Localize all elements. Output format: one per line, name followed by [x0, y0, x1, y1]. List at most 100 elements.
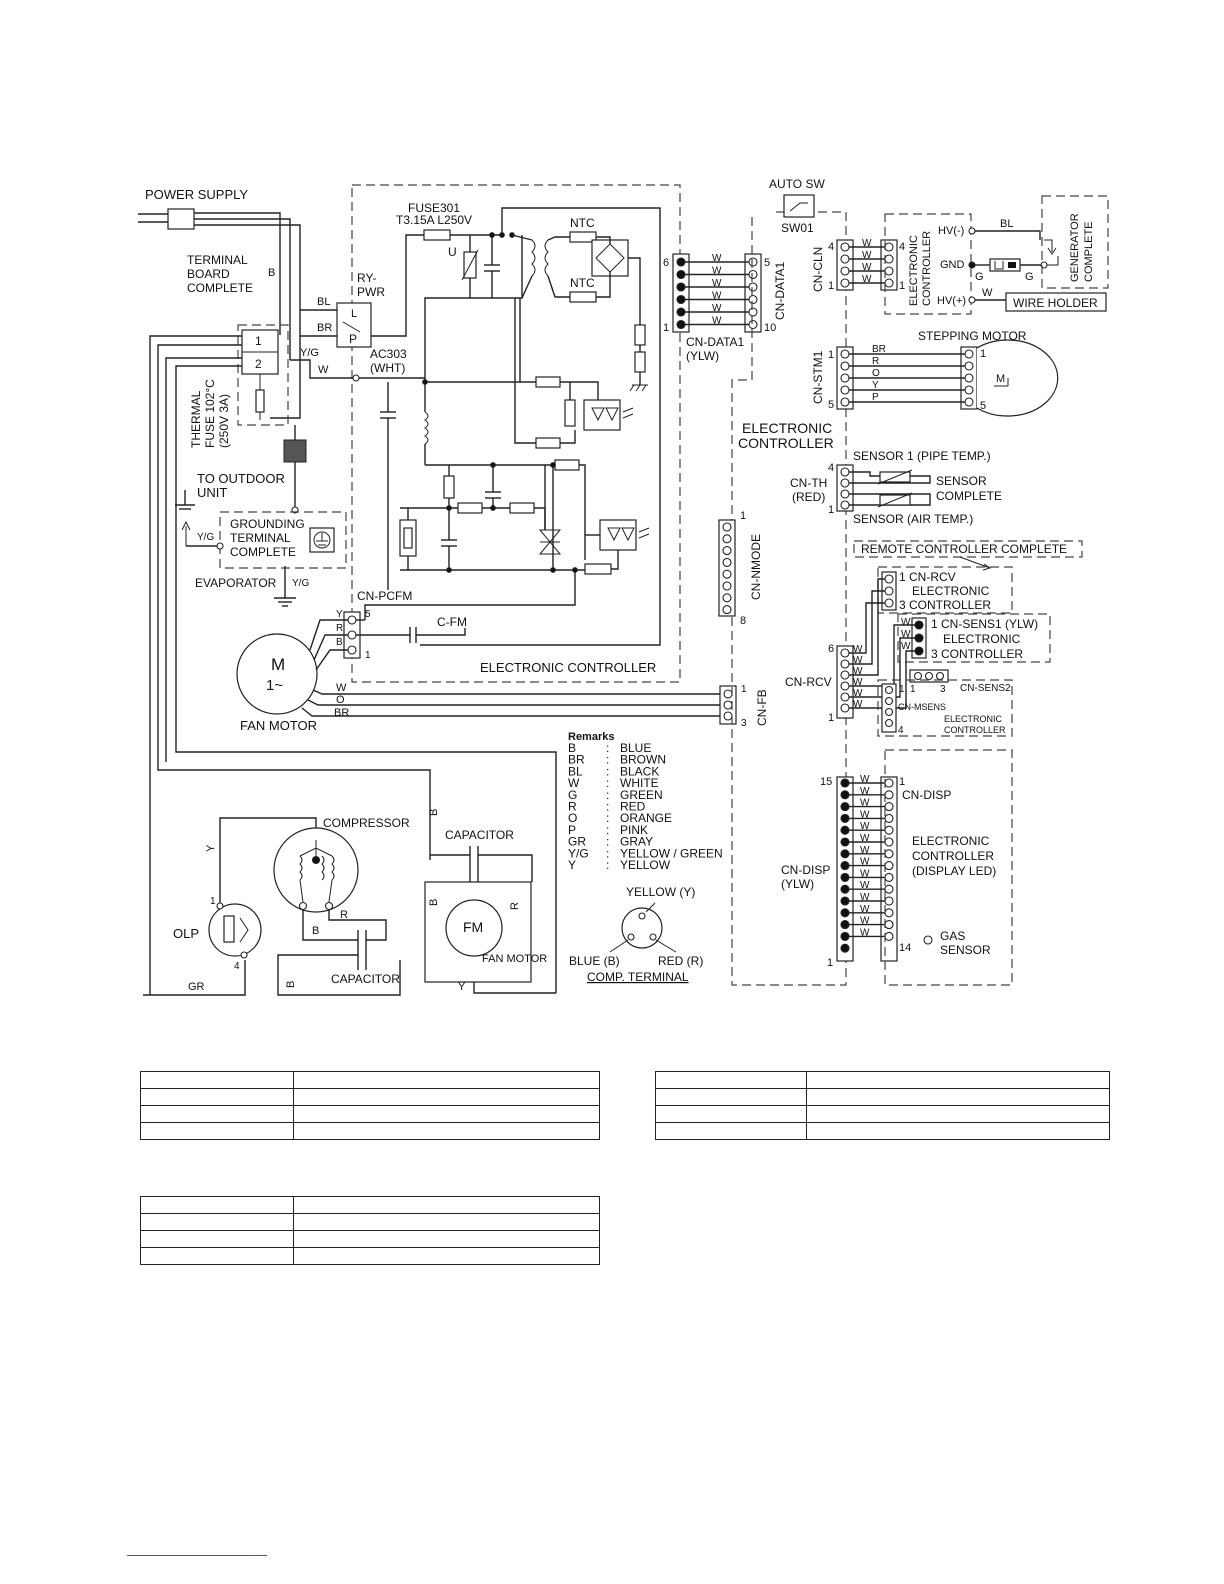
cn-pcfm-pin1: 1 [365, 650, 371, 661]
terminal-board-label-3: COMPLETE [187, 281, 253, 295]
varistor-u: U [448, 245, 457, 259]
cn-rcv-pin-3 [840, 681, 850, 691]
cn-sens2-pin1: 1 [910, 684, 916, 695]
gas-sensor-icon [923, 935, 933, 945]
remark-colon-7: : [606, 823, 609, 837]
yg-label-ground: Y/G [197, 532, 214, 543]
thermal-fuse-box [237, 324, 289, 426]
gnd-label: GND [940, 259, 965, 271]
compressor-b: B [312, 925, 319, 937]
cn-cln-row-0-pin-right [884, 242, 894, 252]
power-supply-section: POWER SUPPLY TERMINAL BOARD COMPLETE B 1… [138, 187, 557, 995]
c-fm-label: C-FM [437, 615, 467, 629]
cn-cln-row-2-pin-left [840, 266, 850, 276]
auto-sw-label: AUTO SW [769, 177, 825, 191]
cn-data1-row-0-pin-right [748, 257, 758, 267]
thermal-fuse-label-2: FUSE 102°C [203, 379, 217, 448]
cn-nmode-pin1: 1 [740, 510, 746, 522]
cn-disp-wire-label-0: W [860, 774, 870, 785]
gas-sensor-1: GAS [940, 929, 965, 943]
cn-disp-pin-right-9 [884, 884, 894, 894]
remote-title: REMOTE CONTROLLER COMPLETE [861, 542, 1067, 556]
remark-name-9: YELLOW / GREEN [620, 846, 723, 860]
ac303-label-2: (WHT) [370, 361, 405, 375]
br-label: BR [317, 322, 332, 334]
cn-data1-row-5-pin-left [676, 319, 686, 330]
cn-disp-pin-right-13 [884, 931, 894, 941]
cn-nmode-connector [718, 519, 736, 617]
ntc-2 [569, 291, 597, 303]
cln-bl: BL [1000, 218, 1013, 230]
cn-disp-wire-label-12: W [860, 916, 870, 927]
cn-disp-pin-left-2 [840, 802, 850, 812]
cn-rcv-pin-1 [840, 659, 850, 669]
display-controller-box [884, 749, 1013, 986]
cln-controller-box [884, 213, 972, 315]
cn-stm1-pin-1 [840, 361, 850, 371]
remark-colon-0: : [606, 741, 609, 755]
wire-holder-box [1005, 292, 1107, 312]
cn-rcv-pin-4 [840, 692, 850, 702]
evaporator-label: EVAPORATOR [195, 576, 277, 590]
remark-colon-3: : [606, 776, 609, 790]
olp-label: OLP [173, 926, 199, 941]
cn-rcv-wire-label-5: W [853, 699, 863, 710]
cn-disp-wire-label-3: W [860, 809, 870, 820]
cn-cln-label: CN-CLN [811, 247, 825, 292]
cln-w: W [982, 287, 993, 299]
main-controller-box [351, 184, 681, 683]
ferrite-core [283, 439, 307, 463]
bl-label: BL [317, 296, 330, 308]
auto-sw[interactable] [783, 194, 815, 218]
cn-data1-row-4-pin-right [748, 307, 758, 317]
remark-name-6: ORANGE [620, 811, 672, 825]
cn-disp-pin-left-8 [840, 872, 850, 882]
remote-title-box [853, 540, 1083, 558]
fan-motor-circle [236, 633, 318, 715]
remark-name-8: GRAY [620, 835, 653, 849]
remark-code-10: Y [568, 858, 576, 872]
w-label-main: W [318, 364, 329, 376]
cn-disp-pin1r: 1 [899, 776, 905, 788]
cn-disp-wire-label-2: W [860, 798, 870, 809]
cn-disp-pin-left-3 [840, 813, 850, 823]
cn-pcfm-y: Y [336, 609, 343, 620]
stepping-motor-pin-0 [964, 349, 974, 359]
cn-msens-box [877, 679, 1013, 737]
cn-msens-pin1: 1 [899, 684, 905, 695]
stm-color-2: O [872, 368, 880, 379]
cln-g-1: G [975, 271, 984, 283]
cn-disp-wire-label-6: W [860, 845, 870, 856]
stm-color-4: P [872, 392, 879, 403]
cn-disp-label-1: CN-DISP [781, 863, 830, 877]
cn-disp-pin-right-7 [884, 861, 894, 871]
remark-code-9: Y/G [568, 846, 589, 860]
cn-data1-row-3-wire-label: W [712, 291, 722, 302]
blank-table-2 [655, 1071, 1110, 1140]
sw01-label: SW01 [781, 221, 814, 235]
remark-colon-1: : [606, 753, 609, 767]
central-controller-section: ELECTRONIC CONTROLLER 1 8 CN-NMODE [718, 211, 847, 986]
cn-rcv-wire-label-2: W [853, 666, 863, 677]
cn-disp-pin-right-8 [884, 872, 894, 882]
wiring-diagram: POWER SUPPLY TERMINAL BOARD COMPLETE B 1… [138, 177, 1109, 996]
cn-disp-pin-right-5 [884, 837, 894, 847]
cn-rcv-wire-label-4: W [853, 688, 863, 699]
cn-sens1-2: ELECTRONIC [943, 632, 1021, 646]
cn-data1-pin6: 6 [663, 257, 669, 269]
cn-data1-row-3-pin-left [676, 294, 686, 305]
cn-disp-pin-left-1 [840, 790, 850, 800]
fan-motor-m: M [271, 655, 285, 674]
cn-disp-pin-left-10 [840, 896, 850, 906]
comp-b2: B [285, 981, 297, 988]
evaporator-yg: Y/G [292, 578, 309, 589]
cn-disp-pin-left-14 [840, 943, 850, 953]
power-plug [167, 208, 195, 230]
cn-msens-pin4: 4 [898, 725, 904, 736]
remote-controller-section: REMOTE CONTROLLER COMPLETE 1 CN-RCV ELEC… [785, 540, 1083, 737]
cn-sens1-w3: W [901, 641, 911, 652]
cn-data1-ylw: (YLW) [686, 349, 719, 363]
cln-g-2: G [1025, 271, 1034, 283]
remark-code-0: B [568, 741, 576, 755]
